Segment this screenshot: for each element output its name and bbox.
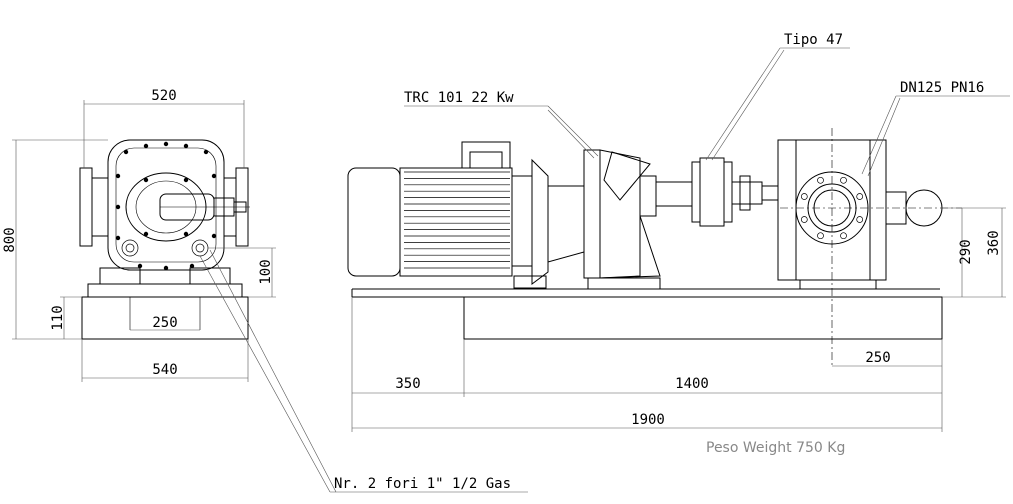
dim-base-length: 1400 (675, 376, 709, 392)
flange-bolt-hole (817, 232, 824, 240)
label-weight: Peso Weight 750 Kg (706, 440, 845, 456)
dim-height-inlet: 100 (258, 259, 274, 284)
dim-height-total: 800 (2, 227, 18, 252)
dim-flange-height: 360 (986, 230, 1002, 255)
flange-bolt-hole (800, 193, 808, 200)
left-flange (79, 167, 93, 247)
front-bolt-holes (115, 141, 217, 271)
flange-bolt-hole (800, 216, 808, 223)
label-motor: TRC 101 22 Kw (404, 90, 514, 106)
dim-side-offset: 350 (395, 376, 420, 392)
flange-bolt-hole (817, 176, 824, 184)
label-dn: DN125 PN16 (900, 80, 984, 96)
front-base-upper (87, 283, 243, 298)
flange-bolt-hole (856, 216, 864, 223)
dim-base-inner: 250 (152, 315, 177, 331)
motor (347, 141, 549, 289)
side-base (463, 296, 943, 340)
dim-base-height: 110 (50, 305, 66, 330)
side-pump (777, 139, 943, 290)
gearbox (547, 149, 661, 290)
flange-bolt-hole (856, 193, 864, 200)
coupling (655, 157, 779, 227)
dim-axis-height: 290 (958, 239, 974, 264)
dim-base-width: 540 (152, 362, 177, 378)
flange-bolt-hole (840, 232, 847, 240)
dim-width-top: 520 (151, 88, 176, 104)
dim-pump-offset: 250 (865, 350, 890, 366)
flange-bolt-hole (840, 176, 847, 184)
front-view: 520 800 100 110 250 540 Nr. 2 fori 1" 1/… (2, 88, 528, 493)
dim-total-length: 1900 (631, 412, 665, 428)
side-view: 290 360 250 350 1400 1900 TRC 101 22 Kw … (347, 32, 1010, 456)
label-holes: Nr. 2 fori 1" 1/2 Gas (334, 476, 511, 492)
label-tipo: Tipo 47 (784, 32, 843, 48)
